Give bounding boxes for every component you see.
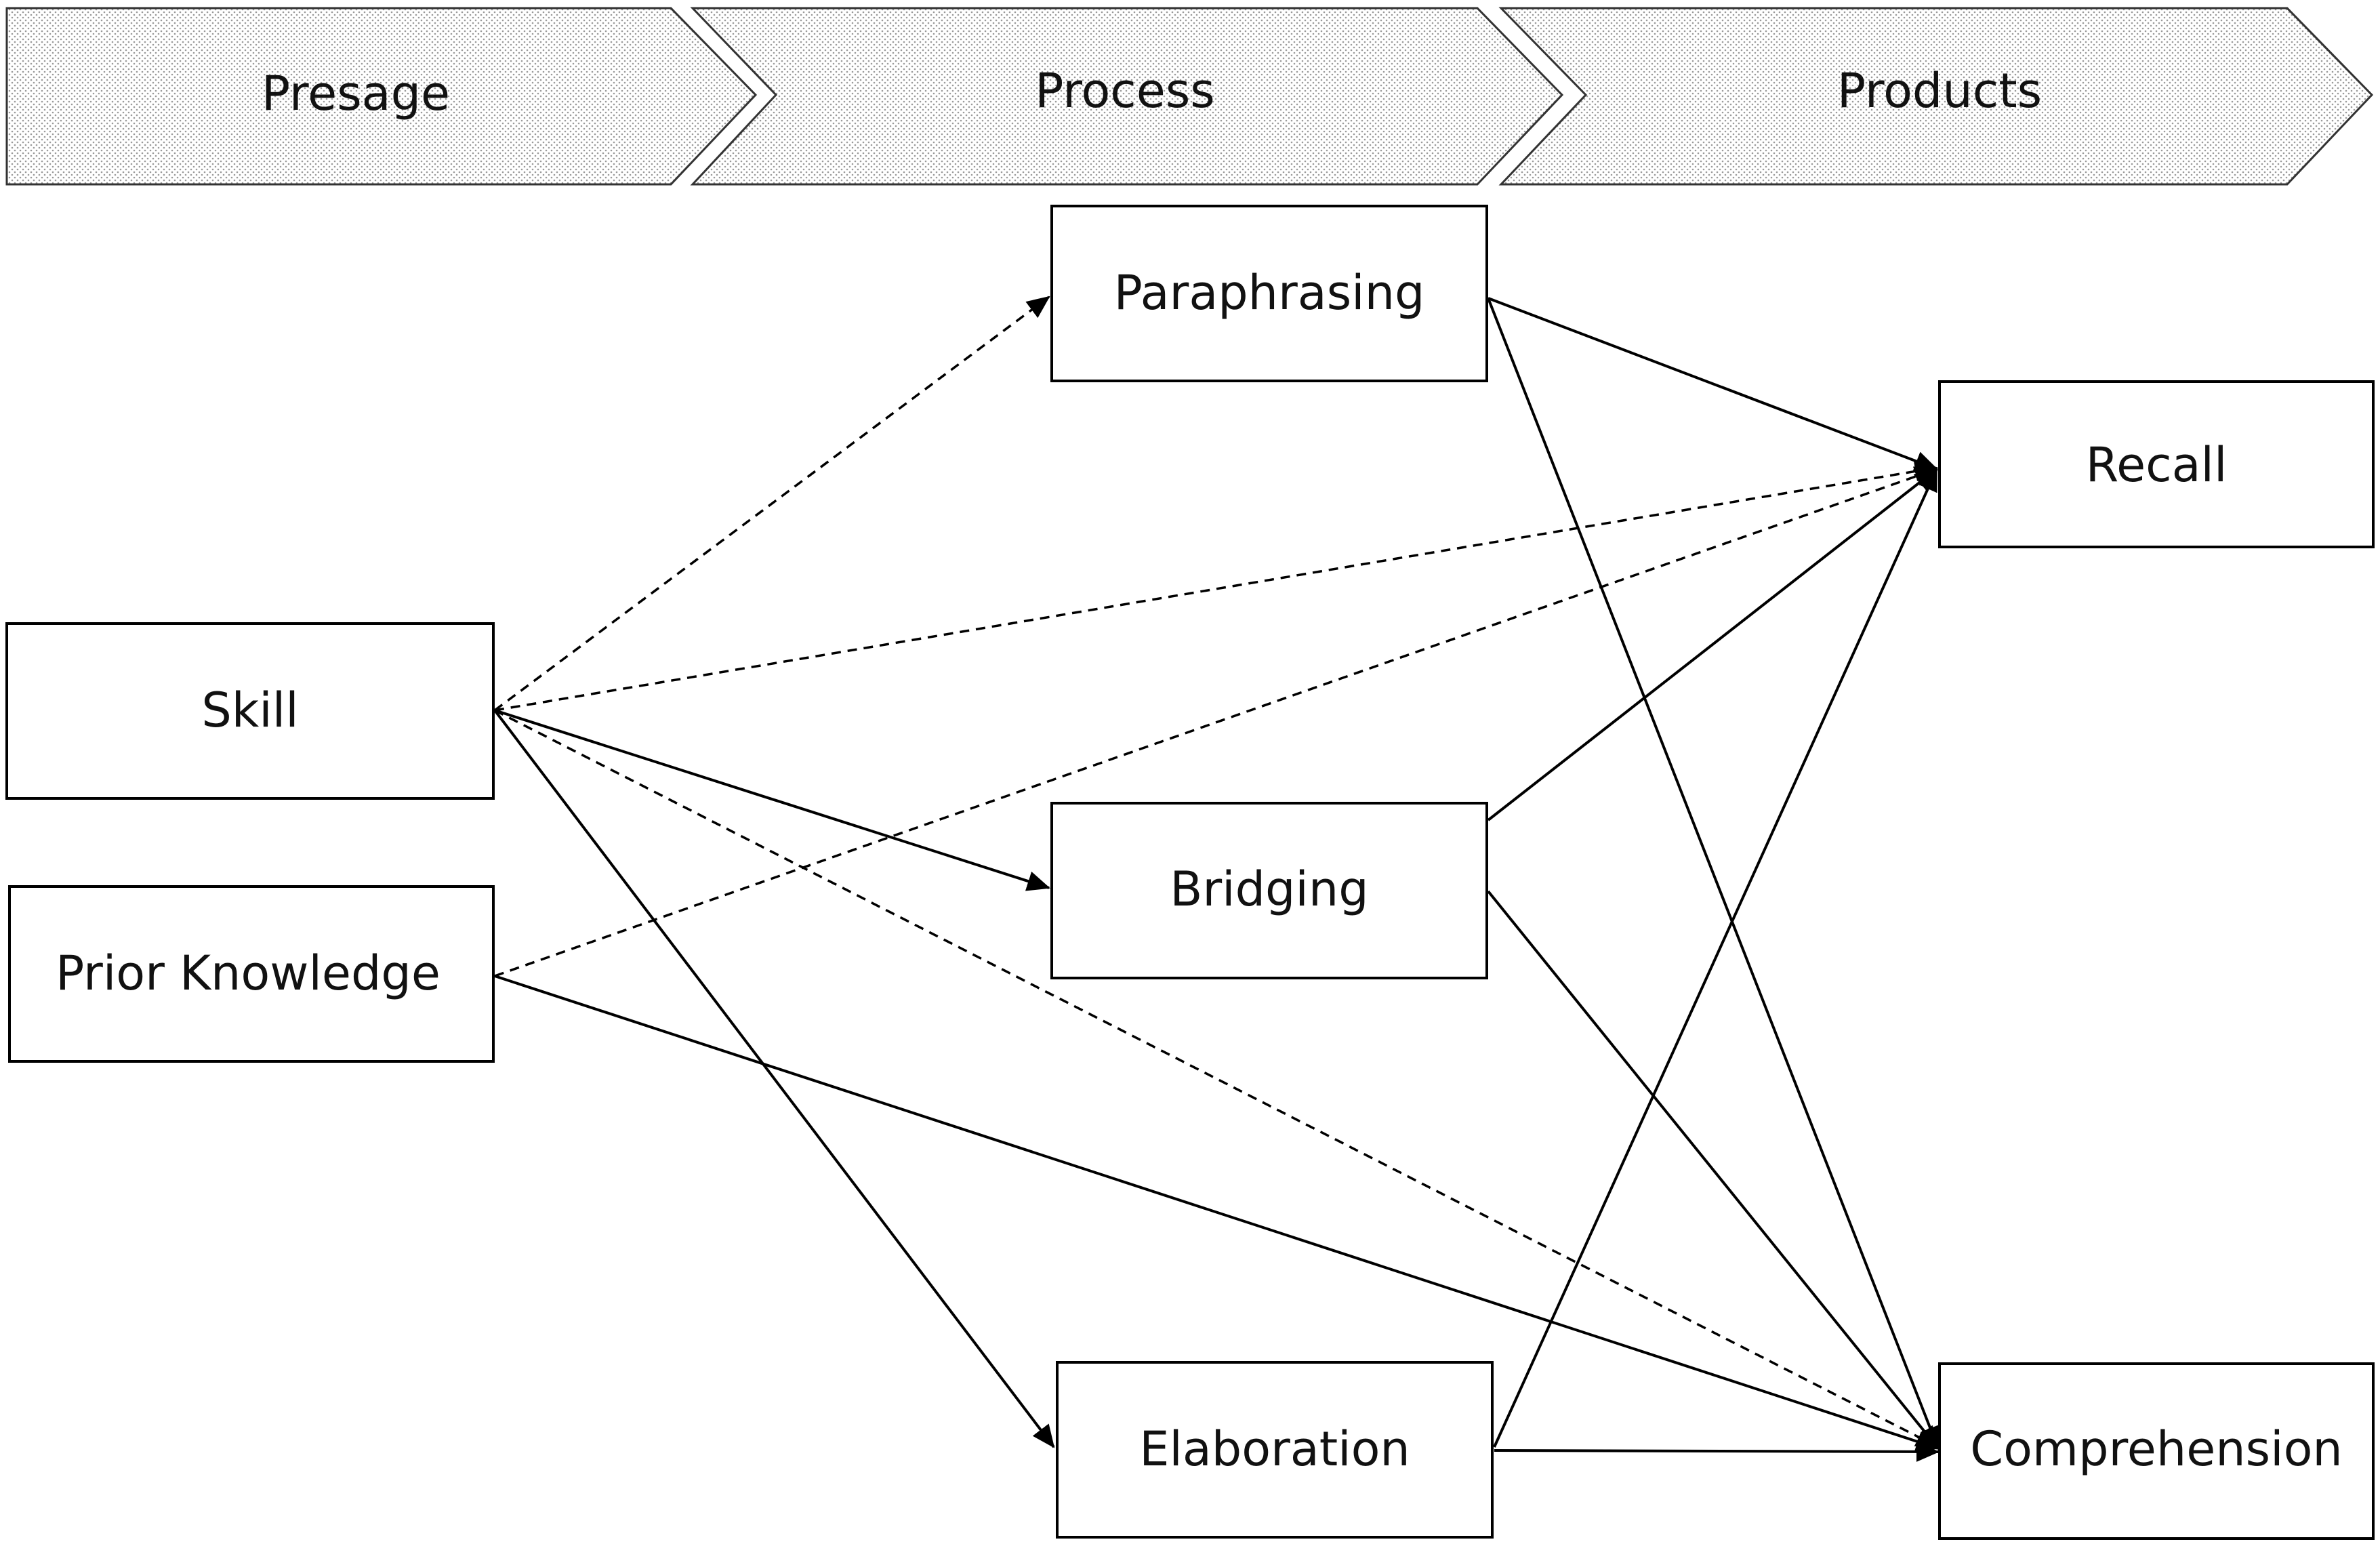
phase-process: Process [690,7,1564,186]
edge-skill-to-paraphrasing [493,296,1050,712]
phase-products: Products [1498,7,2374,186]
node-elaboration-label: Elaboration [1139,1421,1410,1477]
edge-paraphrasing-to-comprehension [1487,298,1940,1450]
node-paraphrasing-label: Paraphrasing [1114,265,1425,321]
edges [493,296,1940,1462]
phase-process-label: Process [1035,63,1215,119]
node-comprehension: Comprehension [1938,1362,2375,1540]
node-prior-knowledge: Prior Knowledge [8,885,495,1063]
edge-elaboration-to-recall [1493,468,1938,1448]
node-bridging: Bridging [1050,802,1488,979]
node-skill: Skill [5,622,495,800]
edge-prior-knowledge-to-comprehension [494,975,1940,1452]
edge-elaboration-to-comprehension [1494,1441,1940,1462]
node-elaboration: Elaboration [1056,1361,1494,1539]
edge-prior-knowledge-to-recall [494,466,1938,977]
edge-bridging-to-recall [1487,468,1938,821]
phase-presage-label: Presage [262,66,450,121]
node-paraphrasing: Paraphrasing [1050,205,1488,382]
edge-paraphrasing-to-recall [1488,297,1938,471]
node-recall-label: Recall [2086,437,2228,493]
node-recall: Recall [1938,380,2375,548]
edge-skill-to-bridging [494,709,1050,891]
edge-skill-to-comprehension [494,709,1940,1448]
node-bridging-label: Bridging [1170,861,1368,917]
phase-products-label: Products [1837,63,2042,119]
edge-bridging-to-comprehension [1487,890,1940,1450]
node-skill-label: Skill [201,683,298,738]
phase-presage: Presage [5,7,758,186]
edge-skill-to-recall [494,461,1938,712]
phase-banner: Presage Process Products [5,7,2374,186]
node-comprehension-label: Comprehension [1970,1421,2343,1477]
edge-skill-to-elaboration [493,709,1055,1448]
node-prior-knowledge-label: Prior Knowledge [56,945,440,1001]
